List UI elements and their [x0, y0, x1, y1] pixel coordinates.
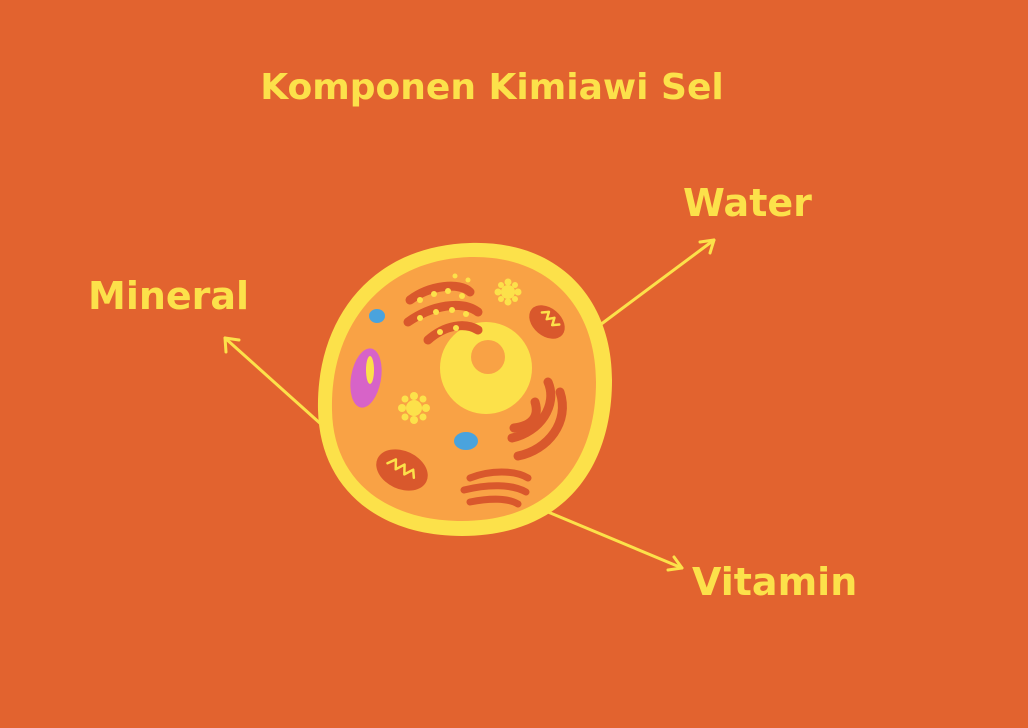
vesicle-top — [369, 309, 385, 323]
ribosomes — [417, 273, 471, 335]
diagram-title: Komponen Kimiawi Sel — [260, 67, 724, 108]
arrow-vitamin — [546, 510, 684, 572]
mitochondrion-top-right — [529, 305, 565, 339]
vacuole-highlight — [366, 356, 374, 384]
mitochondrion-bottom-left — [376, 449, 428, 491]
nucleolus — [471, 340, 505, 374]
centrosome-left — [398, 392, 430, 424]
label-water: Water — [683, 181, 812, 225]
centrosome-top — [494, 278, 522, 306]
golgi-apparatus — [460, 468, 532, 508]
label-mineral: Mineral — [88, 274, 250, 318]
vacuole — [350, 348, 382, 408]
cell-illustration — [317, 242, 612, 536]
arrow-mineral — [223, 336, 324, 427]
label-vitamin: Vitamin — [692, 560, 858, 604]
arrow-water — [598, 238, 716, 327]
vesicle-bottom — [454, 432, 478, 450]
